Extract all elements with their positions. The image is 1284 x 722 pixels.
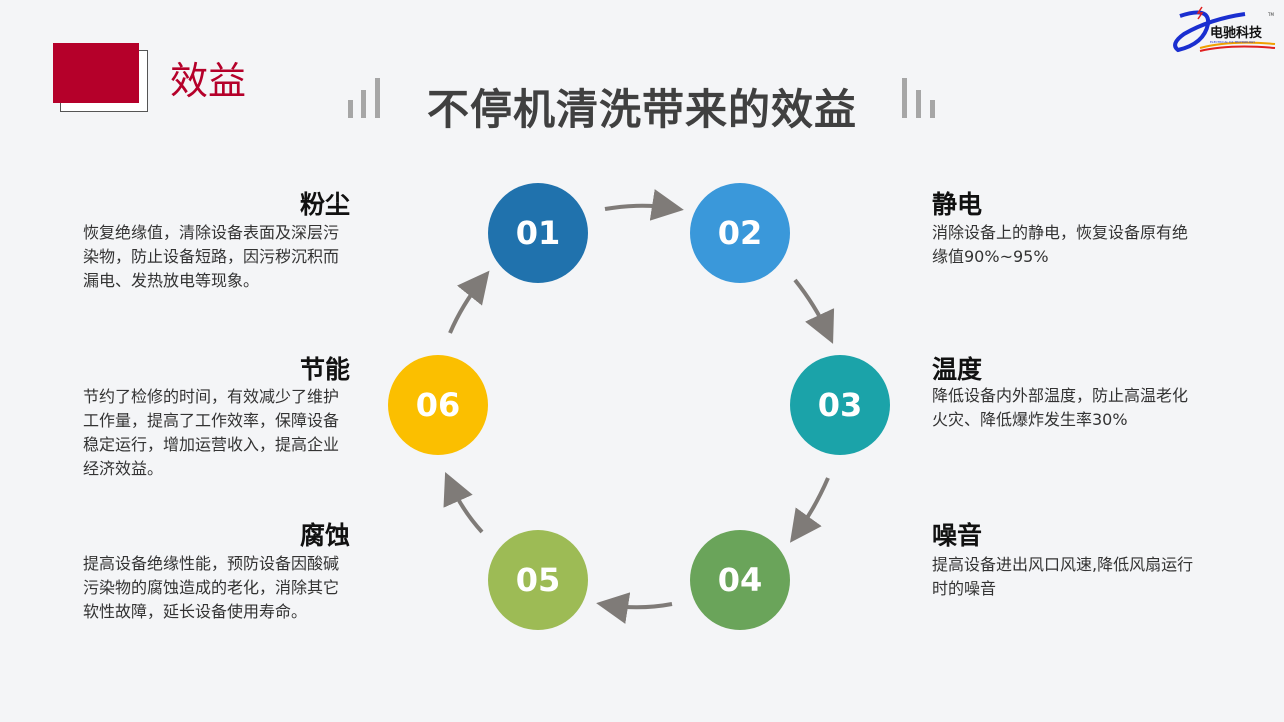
arrow-03-04 xyxy=(789,477,830,543)
decor-square-red xyxy=(53,43,139,103)
step-text-energy: 节约了检修的时间，有效减少了维护工作量，提高了工作效率，保障设备稳定运行，增加运… xyxy=(83,387,340,478)
section-label: 效益 xyxy=(170,59,247,103)
page-title: 不停机清洗带来的效益 xyxy=(426,85,857,134)
title-bars-right xyxy=(902,74,942,118)
step-circle-01: 01 xyxy=(488,183,588,283)
step-text-dust: 恢复绝缘值，清除设备表面及深层污染物，防止设备短路，因污秽沉积而漏电、发热放电等… xyxy=(83,223,340,290)
step-text-corrosion: 提高设备绝缘性能，预防设备因酸碱污染物的腐蚀造成的老化，消除其它软性故障，延长设… xyxy=(83,554,340,621)
step-circle-02: 02 xyxy=(690,183,790,283)
step-title-static: 静电 xyxy=(932,190,983,219)
step-circle-05: 05 xyxy=(488,530,588,630)
step-title-dust: 粉尘 xyxy=(299,190,350,219)
title-bars-left xyxy=(348,74,388,118)
step-title-temperature: 温度 xyxy=(932,355,983,384)
company-logo: 电驰科技 ELECTRICAL DX TECHNOLOGY TM xyxy=(1170,4,1280,56)
arrow-04-05 xyxy=(596,592,673,624)
arrow-01-02 xyxy=(604,189,684,221)
svg-text:电驰科技: 电驰科技 xyxy=(1210,25,1263,41)
arrow-06-01 xyxy=(448,270,490,334)
step-title-noise: 噪音 xyxy=(932,521,983,550)
step-circle-04: 04 xyxy=(690,530,790,630)
svg-text:TM: TM xyxy=(1267,12,1274,17)
step-circle-06: 06 xyxy=(388,355,488,455)
step-circle-03: 03 xyxy=(790,355,890,455)
step-title-energy: 节能 xyxy=(299,355,350,384)
arrow-05-06 xyxy=(443,472,484,534)
arrow-02-03 xyxy=(793,278,835,344)
step-text-temperature: 降低设备内外部温度，防止高温老化火灾、降低爆炸发生率30% xyxy=(932,386,1189,429)
step-text-static: 消除设备上的静电，恢复设备原有绝缘值90%~95% xyxy=(932,223,1189,266)
step-title-corrosion: 腐蚀 xyxy=(299,521,350,550)
step-text-noise: 提高设备进出风口风速,降低风扇运行时的噪音 xyxy=(932,555,1194,598)
svg-text:ELECTRICAL DX TECHNOLOGY: ELECTRICAL DX TECHNOLOGY xyxy=(1210,40,1255,44)
